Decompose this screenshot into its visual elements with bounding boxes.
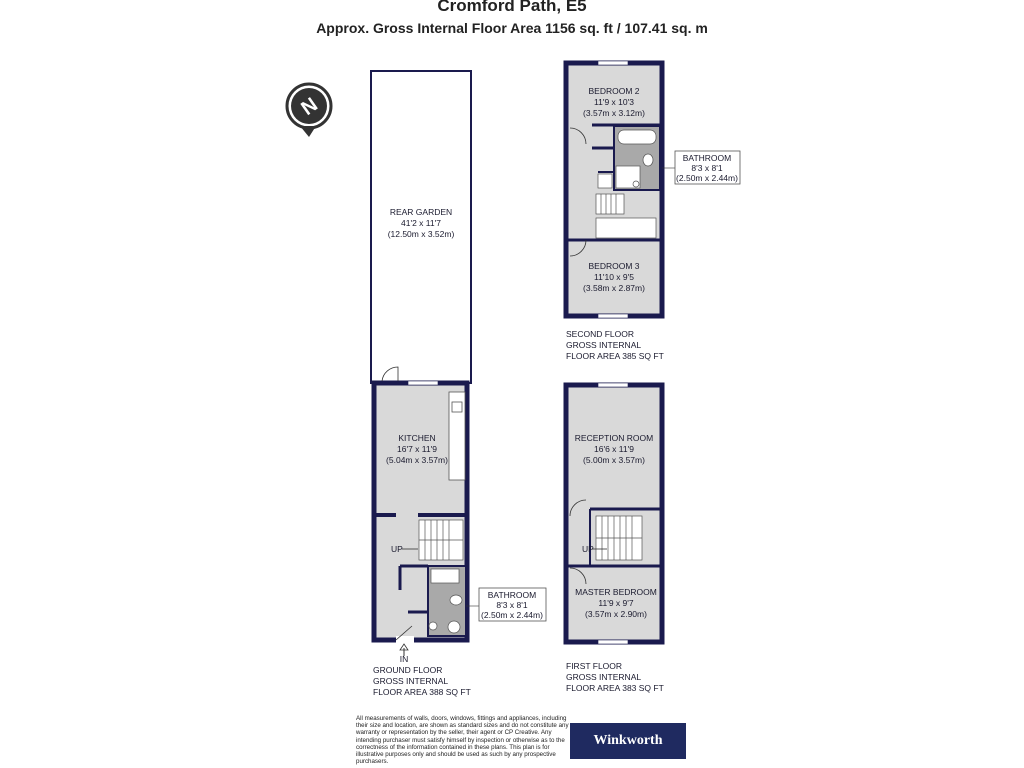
bedroom-2-window <box>597 60 629 66</box>
first-floor-gia: GROSS INTERNAL <box>566 672 641 682</box>
entrance-arrow-icon <box>399 643 409 651</box>
master-bedroom-imperial: 11'9 x 9'7 <box>598 598 633 608</box>
master-bedroom-metric: (3.57m x 2.90m) <box>585 609 647 619</box>
rear-garden-area <box>370 70 472 384</box>
floor-area-subtitle: Approx. Gross Internal Floor Area 1156 s… <box>316 20 708 36</box>
second-floor-area: FLOOR AREA 385 SQ FT <box>566 351 664 361</box>
ground-stairs <box>418 519 464 561</box>
second-bathroom-metric: (2.50m x 2.44m) <box>676 173 738 183</box>
bedroom-3-wardrobe <box>595 217 657 239</box>
kitchen-sink-icon <box>451 401 463 413</box>
ground-floor-area: FLOOR AREA 388 SQ FT <box>373 687 471 697</box>
kitchen-label: KITCHEN <box>398 433 435 443</box>
basin-icon <box>449 594 463 606</box>
second-stairs <box>595 193 625 215</box>
kitchen-metric: (5.04m x 3.57m) <box>386 455 448 465</box>
kitchen-window <box>407 380 439 386</box>
first-floor-area: FLOOR AREA 383 SQ FT <box>566 683 664 693</box>
kitchen-imperial: 16'7 x 11'9 <box>397 444 437 454</box>
ground-floor-title: GROUND FLOOR <box>373 665 442 675</box>
second-bathroom-callout <box>674 150 741 185</box>
rear-garden-metric: (12.50m x 3.52m) <box>388 229 455 239</box>
bedroom-2-label: BEDROOM 2 <box>588 86 639 96</box>
ground-bathroom-callout <box>478 587 547 622</box>
ground-bathroom-metric: (2.50m x 2.44m) <box>481 610 543 620</box>
master-bedroom-window <box>597 639 629 645</box>
bathtub-icon <box>617 129 657 145</box>
entrance-label: IN <box>400 654 409 664</box>
boiler-icon <box>632 180 640 188</box>
bedroom-2-door-icon <box>569 127 587 145</box>
shower-tray-icon <box>430 568 460 584</box>
ground-floor-plan <box>370 70 472 656</box>
second-floor-plan <box>563 60 665 319</box>
second-floor-gia: GROSS INTERNAL <box>566 340 641 350</box>
bedroom-3-door-icon <box>569 239 587 257</box>
bedroom-3-window <box>597 313 629 319</box>
reception-door-icon <box>569 499 587 517</box>
second-bathroom-label: BATHROOM <box>683 153 731 163</box>
toilet-icon <box>447 620 461 634</box>
reception-room-imperial: 16'6 x 11'9 <box>594 444 634 454</box>
ground-stairs-up-label: UP <box>391 544 403 554</box>
toilet-icon <box>642 153 654 167</box>
rear-garden-imperial: 41'2 x 11'7 <box>401 218 441 228</box>
rear-garden-label: REAR GARDEN <box>390 207 452 217</box>
garden-door-icon <box>381 366 399 382</box>
reception-window <box>597 382 629 388</box>
master-bedroom-door-icon <box>569 567 587 585</box>
ground-bathroom-imperial: 8'3 x 8'1 <box>496 600 527 610</box>
first-floor-plan <box>563 382 665 645</box>
bedroom-3-imperial: 11'10 x 9'5 <box>594 272 634 282</box>
second-floor-title: SECOND FLOOR <box>566 329 634 339</box>
first-stairs-up-label: UP <box>582 544 594 554</box>
second-bathroom-imperial: 8'3 x 8'1 <box>691 163 722 173</box>
ground-bathroom-label: BATHROOM <box>488 590 536 600</box>
bedroom-3-metric: (3.58m x 2.87m) <box>583 283 645 293</box>
master-bedroom-label: MASTER BEDROOM <box>575 587 657 597</box>
bedroom-3-label: BEDROOM 3 <box>588 261 639 271</box>
page-title: Cromford Path, E5 <box>437 0 587 15</box>
reception-room-metric: (5.00m x 3.57m) <box>583 455 645 465</box>
ground-floor-gia: GROSS INTERNAL <box>373 676 448 686</box>
first-stairs <box>595 515 643 561</box>
winkworth-logo: Winkworth <box>570 723 686 759</box>
first-floor-title: FIRST FLOOR <box>566 661 622 671</box>
bedroom-2-metric: (3.57m x 3.12m) <box>583 108 645 118</box>
bedroom-2-imperial: 11'9 x 10'3 <box>594 97 634 107</box>
reception-room-label: RECEPTION ROOM <box>575 433 653 443</box>
disclaimer-text: All measurements of walls, doors, window… <box>356 715 569 766</box>
front-door-icon <box>395 625 413 641</box>
north-arrow-icon: N <box>285 82 333 137</box>
cupboard <box>597 173 613 189</box>
kitchen-counter <box>448 391 466 481</box>
boiler-icon <box>428 621 438 631</box>
